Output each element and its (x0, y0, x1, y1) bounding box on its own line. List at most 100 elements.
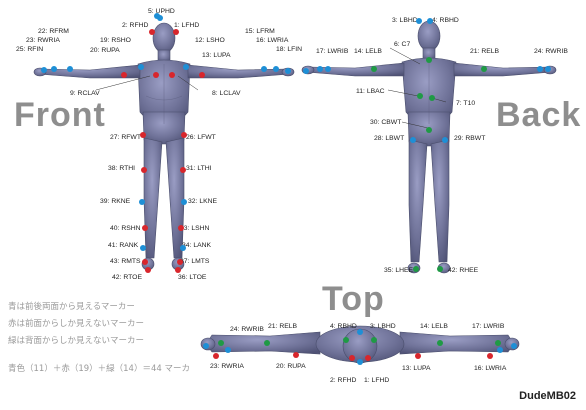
top-marker (371, 337, 377, 343)
back-marker (325, 66, 331, 72)
front-marker (140, 132, 146, 138)
back-label: 17: LWRIB (316, 48, 349, 55)
top-label: 13: LUPA (402, 365, 431, 372)
marker-dot (357, 359, 363, 365)
front-marker (41, 67, 47, 73)
front-view-title: Front (14, 96, 106, 135)
front-label: 43: RMTS (110, 258, 141, 265)
front-marker (273, 66, 279, 72)
back-marker (429, 95, 435, 101)
front-marker (181, 132, 187, 138)
front-label: 39: RKNE (100, 198, 131, 205)
front-marker (178, 225, 184, 231)
front-marker (180, 245, 186, 251)
top-marker (415, 353, 421, 359)
back-label: 11: LBAC (356, 88, 385, 95)
back-label: 3: LBHD (392, 17, 418, 24)
legend-note-red: 赤は前面からしか見えないマーカー (8, 317, 144, 329)
front-figure (34, 23, 294, 270)
top-marker (213, 353, 219, 359)
back-view-title: Back (496, 96, 581, 135)
marker-dot (157, 15, 163, 21)
front-label: 27: RFWT (110, 134, 141, 141)
front-marker (138, 64, 144, 70)
back-marker (426, 127, 432, 133)
top-marker (437, 340, 443, 346)
front-label: 42: RTOE (112, 274, 142, 281)
back-label: 28: LBWT (374, 135, 404, 142)
top-label: 16: LWRIA (474, 365, 507, 372)
front-marker (67, 66, 73, 72)
front-label: 20: RUPA (90, 47, 120, 54)
top-marker (487, 353, 493, 359)
front-marker (121, 72, 127, 78)
front-marker (180, 167, 186, 173)
front-label: 25: RFIN (16, 46, 43, 53)
front-label: 16: LWRIA (256, 37, 289, 44)
back-label: 6: C7 (394, 41, 410, 48)
top-marker (349, 355, 355, 361)
back-marker (437, 266, 443, 272)
front-label: 18: LFIN (276, 46, 302, 53)
front-label: 34: LANK (182, 242, 212, 249)
front-marker (173, 29, 179, 35)
back-label: 4: RBHD (432, 17, 459, 24)
front-marker (142, 225, 148, 231)
back-marker (413, 266, 419, 272)
front-marker (181, 199, 187, 205)
marker-dot (317, 66, 323, 72)
front-label: 22: RFRM (38, 28, 69, 35)
front-marker (140, 245, 146, 251)
front-marker (149, 29, 155, 35)
front-marker (177, 259, 183, 265)
top-view-title: Top (322, 280, 385, 319)
top-marker (365, 355, 371, 361)
front-marker (169, 72, 175, 78)
back-label: 14: LELB (354, 48, 382, 55)
front-marker (199, 72, 205, 78)
front-marker (139, 199, 145, 205)
front-label: 38: RTHI (108, 165, 135, 172)
marker-dot (497, 347, 503, 353)
front-label: 37: LMTS (180, 258, 210, 265)
back-marker (410, 137, 416, 143)
front-label: 31: LTHI (186, 165, 212, 172)
back-marker (442, 137, 448, 143)
legend-note-total: 青色（11）＋赤（19）＋緑（14）＝44 マーカ (8, 362, 190, 374)
front-label: 8: LCLAV (212, 90, 241, 97)
marker-dot (511, 343, 517, 349)
front-marker (145, 267, 151, 273)
back-marker (427, 18, 433, 24)
back-label: 7: T10 (456, 100, 475, 107)
back-marker (426, 57, 432, 63)
legend-note-green: 緑は背面からしか見えないマーカー (8, 334, 144, 346)
legend-note-blue: 青は前後両面から見えるマーカー (8, 300, 135, 312)
top-label: 1: LFHD (364, 377, 389, 384)
front-label: 36: LTOE (178, 274, 207, 281)
front-label: 1: LFHD (174, 22, 199, 29)
back-label: 24: RWRIB (534, 48, 568, 55)
front-label: 19: RSHO (100, 37, 131, 44)
front-marker (183, 64, 189, 70)
front-label: 5: UPHD (148, 8, 175, 15)
back-label: 21: RELB (470, 48, 500, 55)
marker-dot (203, 343, 209, 349)
top-label: 24: RWRIB (230, 326, 264, 333)
front-marker (51, 66, 57, 72)
front-label: 12: LSHO (195, 37, 225, 44)
front-label: 32: LKNE (188, 198, 218, 205)
back-marker (481, 66, 487, 72)
front-label: 2: RFHD (122, 22, 149, 29)
front-marker (153, 72, 159, 78)
front-label: 23: RWRIA (26, 37, 60, 44)
front-label: 15: LFRM (245, 28, 275, 35)
front-label: 41: RANK (108, 242, 139, 249)
top-marker (293, 352, 299, 358)
marker-dot (357, 329, 363, 335)
front-marker (141, 167, 147, 173)
top-marker (495, 340, 501, 346)
top-marker (343, 337, 349, 343)
front-marker (261, 66, 267, 72)
top-label: 2: RFHD (330, 377, 357, 384)
